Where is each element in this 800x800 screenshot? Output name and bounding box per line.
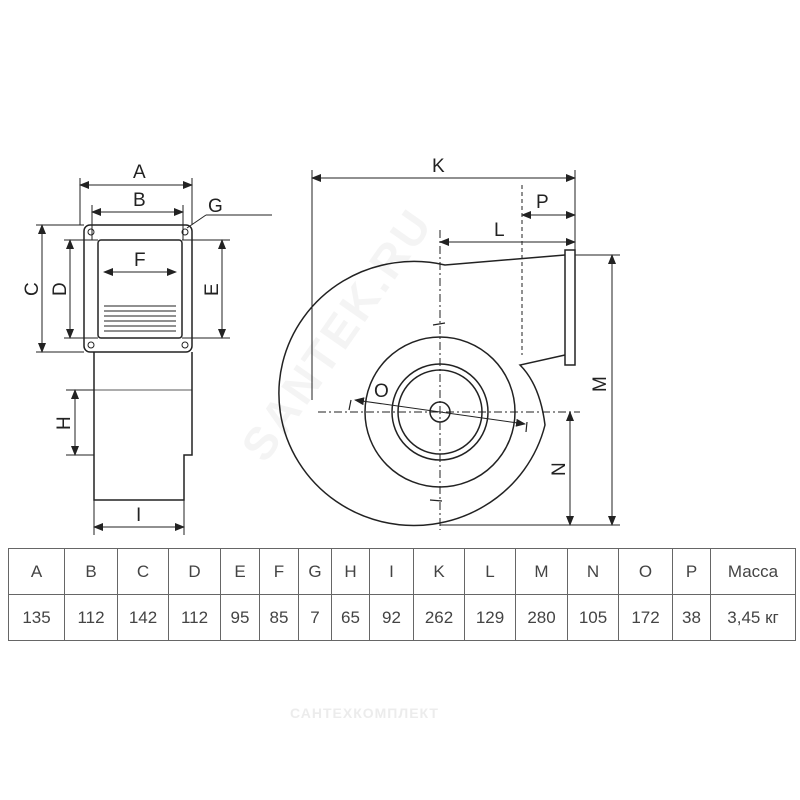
value-cell: 135 xyxy=(8,594,65,641)
front-view xyxy=(83,224,193,353)
value-cell: 262 xyxy=(413,594,465,641)
header-cell: I xyxy=(369,548,414,595)
dim-label-n: N xyxy=(549,462,570,476)
header-cell: E xyxy=(220,548,260,595)
header-cell: D xyxy=(168,548,221,595)
value-cell: 38 xyxy=(672,594,711,641)
dim-label-i: I xyxy=(136,505,141,526)
header-cell: Масса xyxy=(710,548,796,595)
header-cell: M xyxy=(515,548,568,595)
value-cell: 172 xyxy=(618,594,673,641)
watermark-brand: САНТЕХКОМПЛЕКТ xyxy=(290,705,439,721)
header-cell: N xyxy=(567,548,619,595)
table-header-row: A B C D E F G H I K L M N O P Масса xyxy=(8,548,796,595)
dim-label-f: F xyxy=(134,250,146,271)
header-cell: F xyxy=(259,548,299,595)
header-cell: O xyxy=(618,548,673,595)
value-cell: 142 xyxy=(117,594,169,641)
dim-label-g: G xyxy=(208,196,223,217)
side-view xyxy=(93,352,193,501)
value-cell: 85 xyxy=(259,594,299,641)
dim-label-o: O xyxy=(374,381,389,402)
header-cell: C xyxy=(117,548,169,595)
dim-label-a: A xyxy=(133,162,146,183)
dim-label-c: C xyxy=(22,282,43,296)
dim-label-d: D xyxy=(50,282,71,296)
dim-label-k: K xyxy=(432,156,445,177)
value-cell: 7 xyxy=(298,594,332,641)
header-cell: L xyxy=(464,548,516,595)
header-cell: A xyxy=(8,548,65,595)
dim-label-e: E xyxy=(202,283,223,296)
value-cell: 3,45 кг xyxy=(710,594,796,641)
dim-label-h: H xyxy=(54,416,75,430)
table-value-row: 135 112 142 112 95 85 7 65 92 262 129 28… xyxy=(8,594,796,641)
value-cell: 92 xyxy=(369,594,414,641)
value-cell: 112 xyxy=(168,594,221,641)
header-cell: K xyxy=(413,548,465,595)
value-cell: 112 xyxy=(64,594,118,641)
value-cell: 105 xyxy=(567,594,619,641)
header-cell: H xyxy=(331,548,370,595)
header-cell: P xyxy=(672,548,711,595)
dim-label-l: L xyxy=(494,220,505,241)
header-cell: B xyxy=(64,548,118,595)
dim-label-p: P xyxy=(536,192,549,213)
dim-label-m: M xyxy=(590,376,611,392)
value-cell: 280 xyxy=(515,594,568,641)
value-cell: 65 xyxy=(331,594,370,641)
value-cell: 129 xyxy=(464,594,516,641)
header-cell: G xyxy=(298,548,332,595)
dim-label-b: B xyxy=(133,190,146,211)
dimensions-table: A B C D E F G H I K L M N O P Масса 135 … xyxy=(8,548,796,641)
value-cell: 95 xyxy=(220,594,260,641)
